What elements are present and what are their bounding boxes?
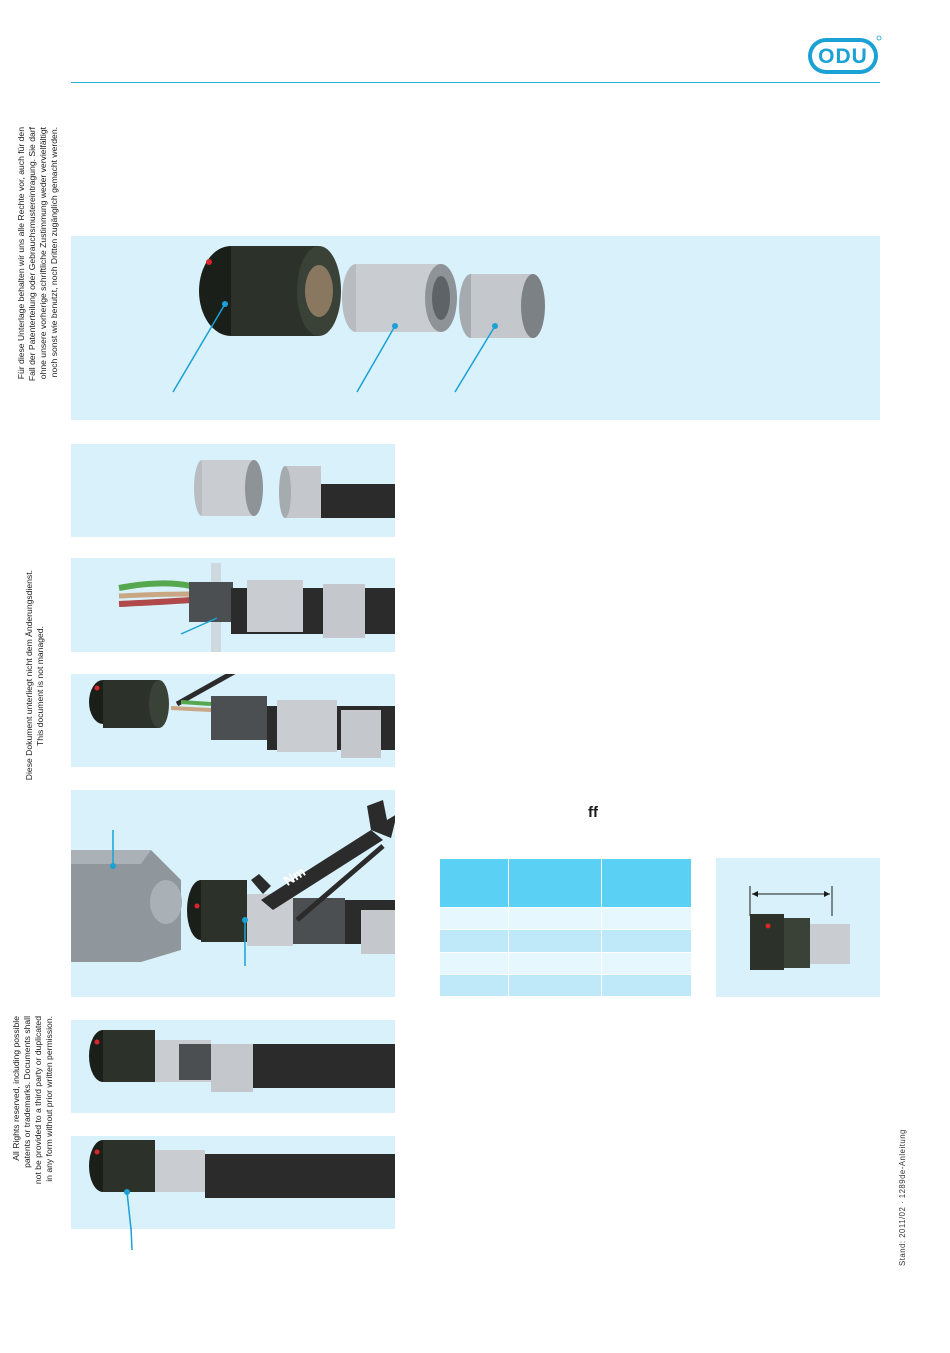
- table-row: [439, 951, 692, 975]
- table-header-row: [439, 858, 692, 908]
- dimension-panel: [716, 858, 880, 997]
- not-managed-notice: Diese Dokument unterliegt nicht dem Ände…: [24, 570, 45, 781]
- step-3-panel: [71, 674, 395, 767]
- step-6-panel: [71, 1136, 395, 1229]
- sleeve-image: [459, 274, 545, 338]
- table-row: [439, 973, 692, 998]
- table-row: [439, 929, 692, 953]
- torque-table: [439, 858, 692, 998]
- step-4-panel: Nm: [71, 790, 395, 997]
- logo-text: ODU: [818, 45, 868, 68]
- copyright-notice-en: All Rights reserved, including possible …: [11, 1016, 54, 1185]
- copyright-notice-de: Für diese Unterlage behalten wir uns all…: [16, 127, 59, 382]
- odu-logo: ODU: [806, 34, 882, 78]
- step-2-panel: [71, 558, 395, 652]
- step-6-leader-line: [130, 1228, 133, 1251]
- header-rule: [71, 82, 880, 83]
- coupling-nut-image: [342, 264, 457, 332]
- table-row: [439, 906, 692, 931]
- document-stand: Stand: 2011/02 · 1289de-Anleitung: [898, 1129, 907, 1266]
- step-5-panel: [71, 1020, 395, 1113]
- components-panel: [71, 236, 880, 420]
- connector-housing-image: [199, 246, 341, 336]
- step-4-note: ff: [588, 804, 598, 821]
- step-1-panel: [71, 444, 395, 537]
